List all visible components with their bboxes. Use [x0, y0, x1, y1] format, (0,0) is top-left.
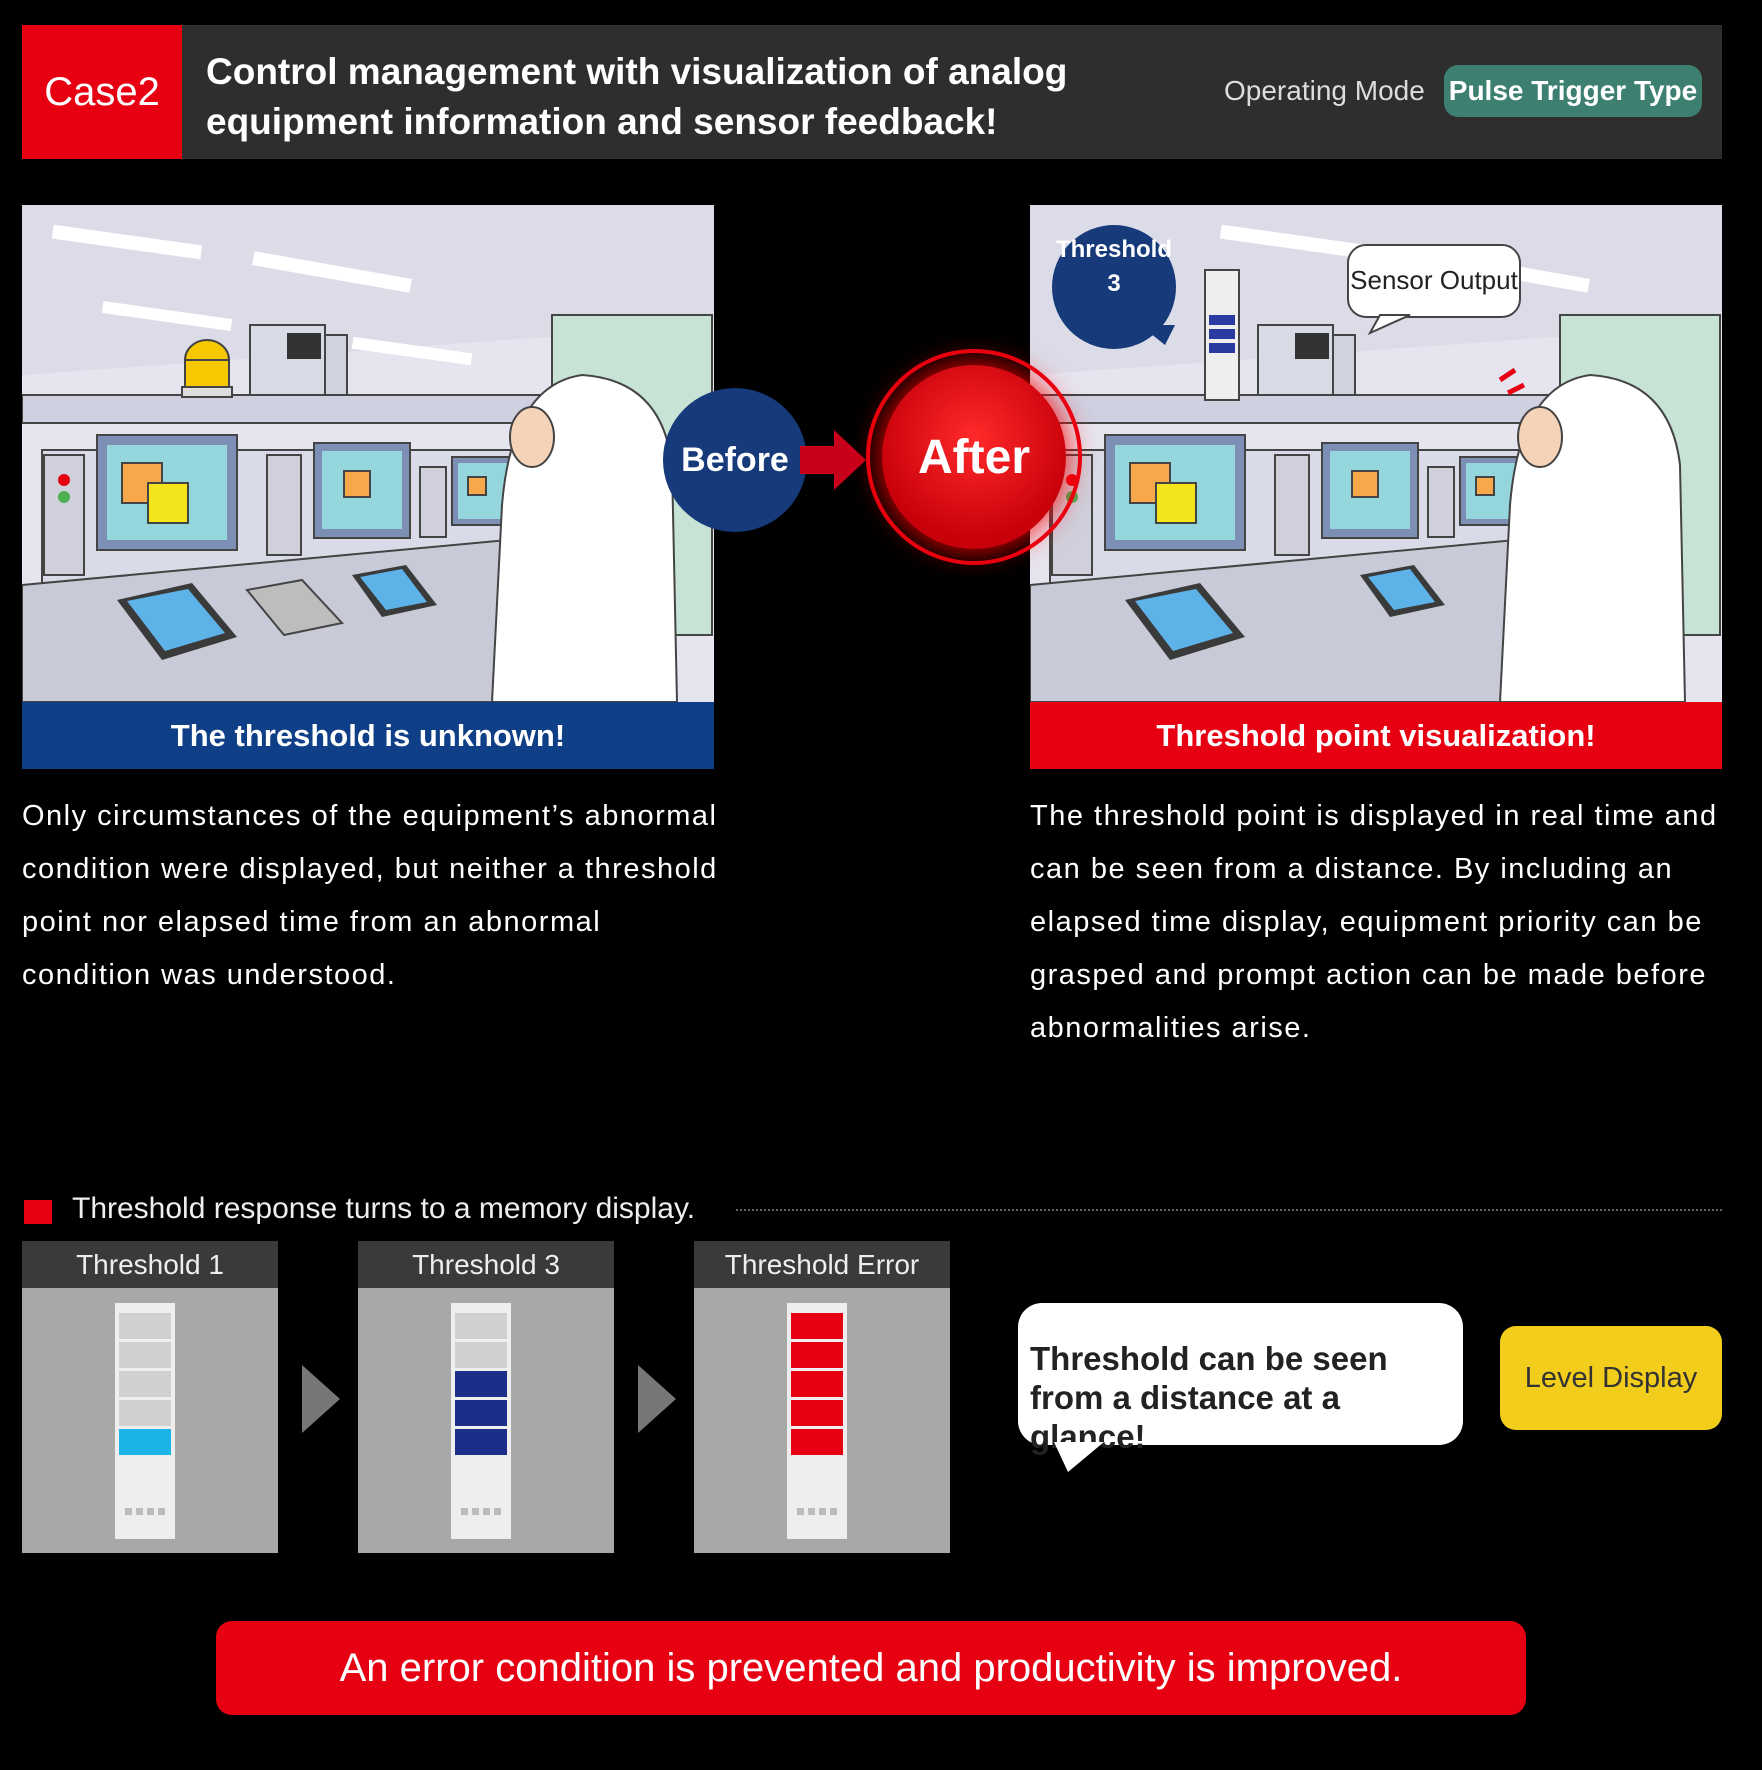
signal-tower — [115, 1303, 175, 1539]
tower-base-dot — [797, 1508, 804, 1515]
threshold-bubble-value: 3 — [1107, 270, 1121, 297]
tower-segment — [119, 1371, 171, 1397]
tower-base-dot — [136, 1508, 143, 1515]
tower-base-dot — [819, 1508, 826, 1515]
threshold-card-title: Threshold 3 — [358, 1241, 614, 1288]
tower-segment — [119, 1342, 171, 1368]
dotted-divider — [736, 1209, 1722, 1211]
before-caption: The threshold is unknown! — [22, 702, 714, 769]
tower-base-dot — [472, 1508, 479, 1515]
memory-section-title: Threshold response turns to a memory dis… — [72, 1192, 696, 1225]
tower-segment — [455, 1400, 507, 1426]
tower-base-dot — [461, 1508, 468, 1515]
tower-base-dot — [483, 1508, 490, 1515]
threshold-bubble-label: Threshold — [1055, 236, 1172, 263]
conclusion-banner: An error condition is prevented and prod… — [216, 1621, 1526, 1715]
glance-speech-bubble: Threshold can be seen from a distance at… — [1018, 1303, 1463, 1455]
operating-mode-badge: Pulse Trigger Type — [1444, 65, 1702, 117]
tower-segment — [455, 1371, 507, 1397]
tower-segment — [455, 1429, 507, 1455]
tower-segment — [791, 1342, 843, 1368]
tower-base-dot — [147, 1508, 154, 1515]
page-title: Control management with visualization of… — [206, 51, 1068, 142]
after-caption: Threshold point visualization! — [1030, 702, 1722, 769]
arrow-right-icon — [800, 430, 866, 490]
tower-base-dot — [830, 1508, 837, 1515]
before-description: Only circumstances of the equipment’s ab… — [22, 800, 718, 991]
after-badge: After — [882, 365, 1066, 549]
sensor-output-bubble: Sensor Output — [1350, 265, 1518, 295]
tower-segment — [119, 1429, 171, 1455]
tower-segment — [119, 1313, 171, 1339]
section-marker-square — [24, 1200, 52, 1224]
level-display-badge: Level Display — [1500, 1326, 1722, 1430]
before-control-room-illustration — [22, 205, 714, 702]
tower-segment — [791, 1400, 843, 1426]
tower-segment — [791, 1371, 843, 1397]
play-arrow-icon — [638, 1365, 676, 1433]
play-arrow-icon — [302, 1365, 340, 1433]
tower-base-dot — [158, 1508, 165, 1515]
tower-segment — [791, 1429, 843, 1455]
tower-base-dot — [808, 1508, 815, 1515]
threshold-card-error: Threshold Error — [694, 1241, 950, 1553]
tower-segment — [455, 1342, 507, 1368]
header-bar: Case2 Control management with visualizat… — [22, 25, 1722, 159]
threshold-card-3: Threshold 3 — [358, 1241, 614, 1553]
after-description: The threshold point is displayed in real… — [1030, 800, 1718, 1044]
threshold-card-1: Threshold 1 — [22, 1241, 278, 1553]
before-badge: Before — [663, 388, 807, 532]
before-panel: The threshold is unknown! — [22, 205, 714, 769]
threshold-card-title: Threshold Error — [694, 1241, 950, 1288]
after-badge-ring — [866, 349, 1082, 565]
tower-segment — [119, 1400, 171, 1426]
tower-base-dot — [125, 1508, 132, 1515]
tower-segment — [791, 1313, 843, 1339]
signal-tower — [787, 1303, 847, 1539]
threshold-card-title: Threshold 1 — [22, 1241, 278, 1288]
speech-bubble-tail — [1054, 1442, 1104, 1472]
case-badge: Case2 — [22, 25, 182, 159]
signal-tower — [451, 1303, 511, 1539]
threshold-bubble: Threshold 3 — [1052, 233, 1176, 301]
tower-segment — [455, 1313, 507, 1339]
operating-mode-label: Operating Mode — [1224, 75, 1425, 106]
tower-base-dot — [494, 1508, 501, 1515]
after-panel: Threshold 3 Sensor Output Threshold poin… — [1030, 205, 1722, 769]
